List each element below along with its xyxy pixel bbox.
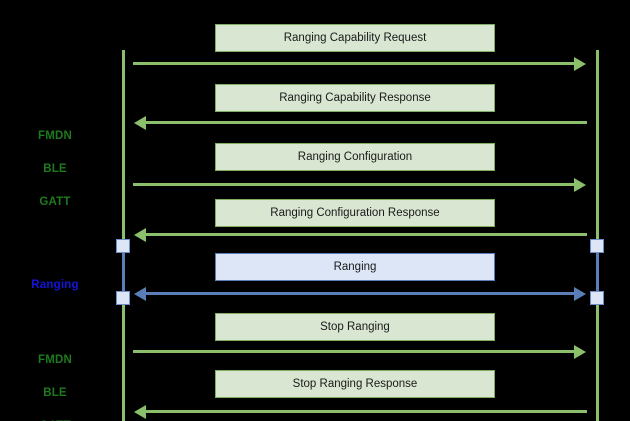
right-lifeline (596, 50, 599, 421)
message-label: Ranging (333, 261, 377, 273)
message-arrow-ranging-configuration-response[interactable] (134, 227, 587, 242)
message-arrow-ranging-capability-request[interactable] (133, 56, 586, 71)
message-arrow-ranging-configuration[interactable] (133, 177, 586, 192)
arrowhead-left-icon (134, 115, 146, 130)
message-box-stop-ranging-response[interactable]: Stop Ranging Response (215, 370, 495, 398)
message-box-ranging-configuration[interactable]: Ranging Configuration (215, 143, 495, 171)
message-box-ranging[interactable]: Ranging (215, 253, 495, 281)
left-activation-node-end (116, 291, 130, 305)
right-activation-bar (596, 246, 599, 298)
message-label: Ranging Configuration Response (270, 207, 440, 219)
phase-label-line: GATT (10, 418, 100, 421)
phase-label-line: BLE (43, 162, 67, 175)
arrowhead-right-icon (574, 56, 586, 71)
message-label: Ranging Capability Response (279, 92, 431, 104)
phase-label-line: Ranging (31, 279, 79, 292)
arrowhead-right-icon (574, 177, 586, 192)
phase-label-line: BLE (43, 386, 67, 399)
message-label: Stop Ranging Response (292, 378, 418, 390)
arrowhead-left-icon (134, 404, 146, 419)
phase-label-fmdn-ble-gatt-bottom: FMDN BLE GATT (10, 336, 100, 421)
left-activation-node-start (116, 239, 130, 253)
message-box-ranging-capability-request[interactable]: Ranging Capability Request (215, 24, 495, 52)
message-label: Stop Ranging (320, 321, 390, 333)
message-arrow-stop-ranging[interactable] (133, 344, 586, 359)
message-label: Ranging Configuration (297, 151, 413, 163)
left-activation-bar (122, 246, 125, 298)
phase-label-line: FMDN (37, 130, 72, 143)
right-activation-node-end (590, 291, 604, 305)
phase-label-fmdn-ble-gatt-top: FMDN BLE GATT (10, 112, 100, 226)
arrowhead-left-icon (134, 286, 146, 301)
arrowhead-left-icon (134, 227, 146, 242)
phase-label-line: GATT (39, 195, 71, 208)
message-arrow-stop-ranging-response[interactable] (134, 404, 587, 419)
message-arrow-ranging-capability-response[interactable] (134, 115, 587, 130)
arrowhead-right-icon (574, 344, 586, 359)
message-box-ranging-configuration-response[interactable]: Ranging Configuration Response (215, 199, 495, 227)
phase-label-line: FMDN (37, 354, 72, 367)
arrowhead-right-icon (574, 286, 586, 301)
message-box-stop-ranging[interactable]: Stop Ranging (215, 313, 495, 341)
left-lifeline (122, 50, 125, 421)
phase-label-ranging: Ranging (10, 261, 100, 310)
message-arrow-ranging[interactable] (134, 286, 586, 301)
right-activation-node-start (590, 239, 604, 253)
message-label: Ranging Capability Request (283, 32, 427, 44)
message-box-ranging-capability-response[interactable]: Ranging Capability Response (215, 84, 495, 112)
